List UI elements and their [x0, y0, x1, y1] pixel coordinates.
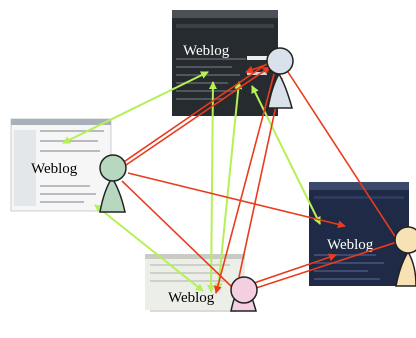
edge-right-person-bottom-blog: [249, 241, 398, 292]
edge-left-person-top-blog: [125, 66, 271, 166]
person-left-icon: [99, 154, 127, 213]
person-bottom-icon: [230, 276, 258, 312]
edge-top-person-left-blog: [114, 62, 269, 169]
link-left-bottom: [94, 204, 204, 292]
edge-left-person-bottom-blog: [121, 180, 234, 289]
weblog-top-window: [172, 10, 278, 116]
weblog-top-label: Weblog: [183, 43, 230, 59]
weblog-right-window: [309, 182, 409, 286]
link-bottom-top-a: [207, 81, 217, 293]
link-bottom-top-b: [214, 81, 243, 291]
weblog-bottom-label: Weblog: [168, 290, 215, 306]
person-top-icon: [266, 47, 294, 109]
link-top-right: [251, 85, 321, 225]
edge-bottom-person-right-blog: [253, 253, 337, 284]
weblog-left-label: Weblog: [31, 161, 78, 177]
weblog-link-edges: [62, 71, 321, 293]
person-weblog-edges: [114, 62, 399, 294]
weblog-left-window: [10, 118, 112, 212]
edge-top-person-bottom-blog: [213, 73, 275, 294]
person-right-icon: [394, 226, 416, 287]
edge-bottom-person-top-blog: [238, 77, 283, 278]
edge-left-person-right-blog: [127, 172, 346, 229]
edge-top-person-right-blog: [287, 71, 399, 242]
link-left-top: [62, 71, 209, 144]
weblog-right-label: Weblog: [327, 237, 374, 253]
